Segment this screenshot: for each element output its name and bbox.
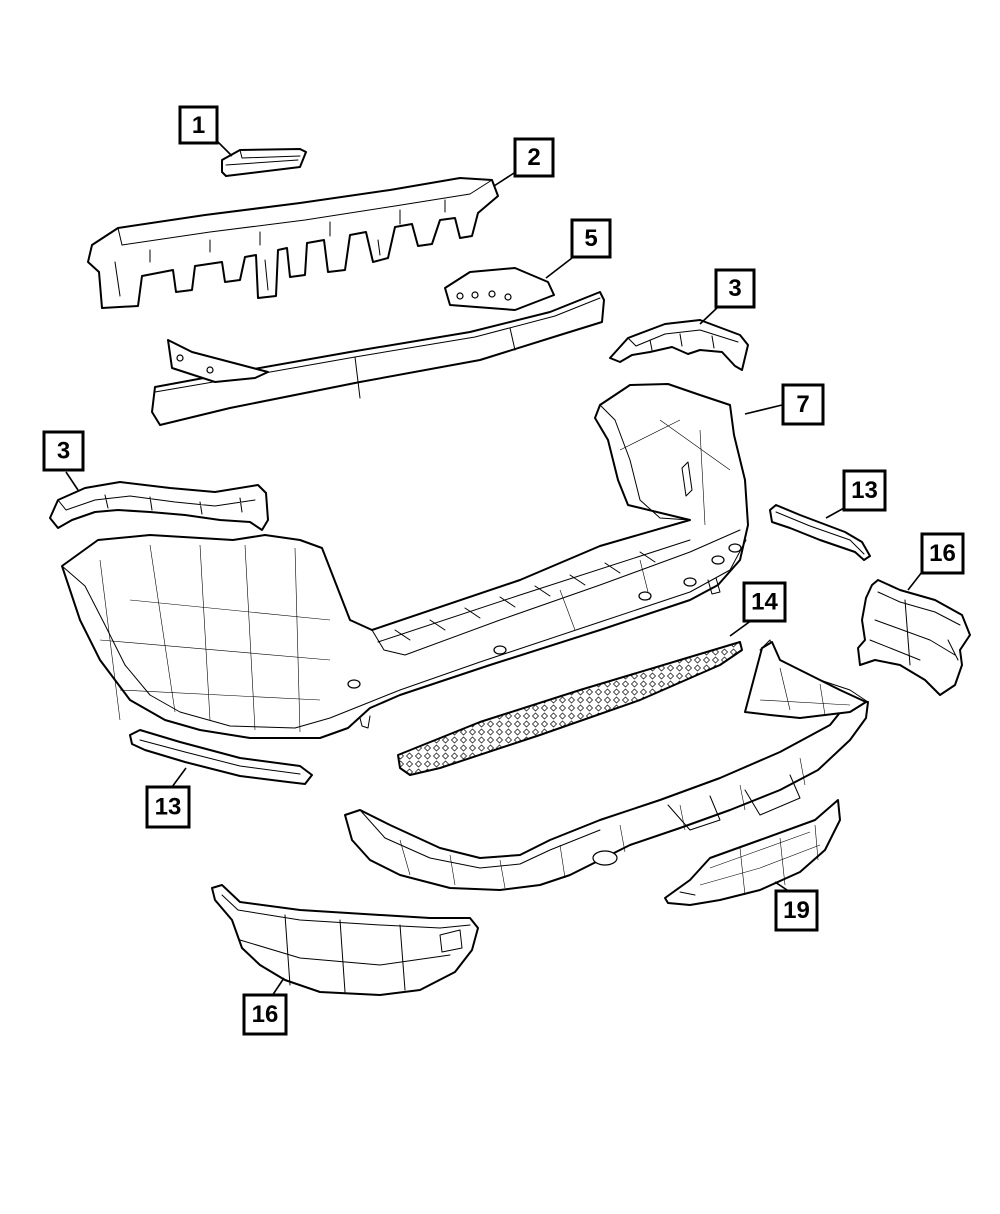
leader-16-right [907, 571, 923, 591]
callout-16-left-label: 16 [252, 1001, 279, 1028]
callout-13-right-label: 13 [851, 477, 878, 504]
part-3-bracket-left [49, 481, 269, 531]
leader-13-left [171, 767, 187, 788]
callout-16-right: 16 [920, 532, 965, 575]
callout-13-left-label: 13 [155, 794, 182, 821]
leader-5 [545, 257, 573, 279]
part-3-bracket-right [609, 319, 749, 371]
callout-16-right-label: 16 [929, 540, 956, 567]
part-16-corner-left [211, 884, 479, 996]
callout-7-label: 7 [796, 391, 809, 418]
part-13-trim-left [129, 729, 313, 785]
callout-5-label: 5 [584, 225, 597, 252]
callout-16-left: 16 [242, 993, 288, 1036]
callout-3-right: 3 [714, 268, 756, 309]
lower-valance [344, 639, 869, 891]
part-2-energy-absorber [87, 177, 499, 309]
callout-14: 14 [742, 581, 787, 623]
callout-2-label: 2 [527, 144, 540, 171]
callout-13-right: 13 [842, 469, 887, 512]
callout-3-left: 3 [42, 430, 85, 472]
callout-3-left-label: 3 [57, 438, 70, 465]
callout-13-left: 13 [145, 785, 191, 829]
leader-3-right [699, 306, 719, 325]
callout-19-label: 19 [783, 897, 810, 924]
part-16-corner-right [857, 579, 971, 696]
callout-1-label: 1 [192, 112, 205, 139]
part-5-reinforcement-beam [151, 267, 605, 426]
leader-2 [493, 172, 515, 187]
leader-14 [729, 619, 753, 637]
part-1-bracket [221, 148, 307, 177]
part-19-skid-trim [664, 799, 841, 906]
callout-2: 2 [513, 137, 555, 178]
callout-14-label: 14 [751, 589, 778, 616]
leader-13-right [825, 507, 845, 519]
callout-7: 7 [781, 383, 825, 426]
part-14-mesh-insert [397, 641, 743, 776]
leader-1 [217, 141, 233, 157]
callout-5: 5 [570, 218, 612, 259]
callout-19: 19 [774, 889, 819, 932]
callout-1: 1 [178, 105, 219, 145]
leader-16-left [271, 977, 285, 997]
leader-3-left [65, 471, 79, 491]
leader-7 [744, 404, 783, 415]
part-7-bumper-fascia [61, 383, 749, 739]
part-13-trim-right [769, 504, 871, 561]
callout-3-right-label: 3 [728, 275, 741, 302]
leader-lines [65, 141, 923, 997]
